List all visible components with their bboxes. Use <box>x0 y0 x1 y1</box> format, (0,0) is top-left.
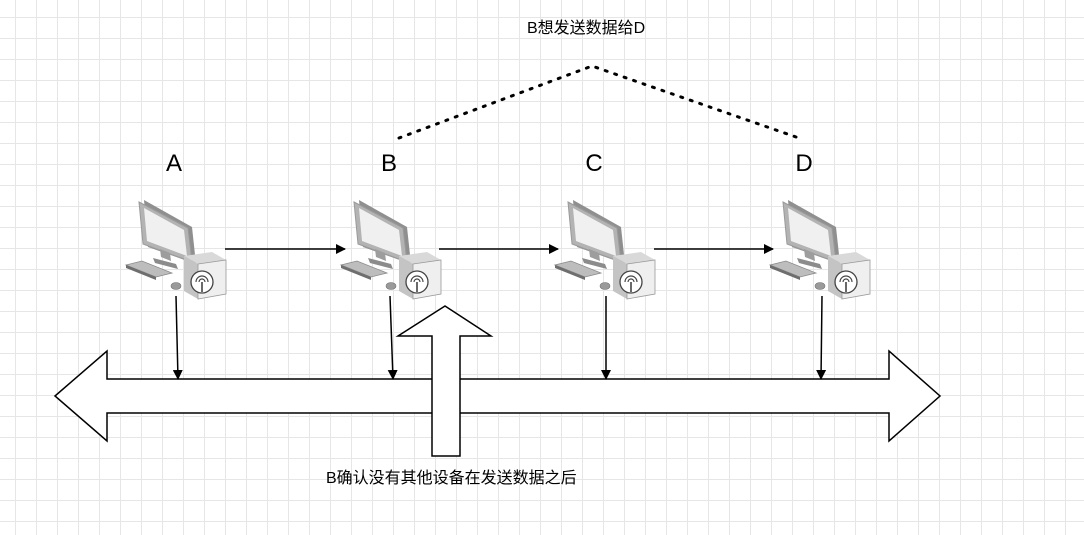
connector-d-to-bus <box>816 295 827 380</box>
shared-bus-arrow <box>53 349 942 443</box>
dotted-route-line <box>397 64 798 140</box>
node-label-a: A <box>165 150 182 177</box>
computer-icon-c <box>554 199 656 300</box>
computer-icon-a <box>125 199 227 300</box>
node-label-b: B <box>380 150 397 177</box>
top-caption: B想发送数据给D <box>527 20 646 37</box>
connector-b-to-bus <box>387 295 398 380</box>
computer-icon-d <box>769 199 871 300</box>
computer-icon-b <box>340 199 442 300</box>
node-label-d: D <box>795 150 813 177</box>
upward-block-arrow <box>395 305 494 457</box>
bottom-caption: B确认没有其他设备在发送数据之后 <box>326 470 577 487</box>
connector-a-to-bus <box>172 295 183 380</box>
node-label-c: C <box>585 150 603 177</box>
